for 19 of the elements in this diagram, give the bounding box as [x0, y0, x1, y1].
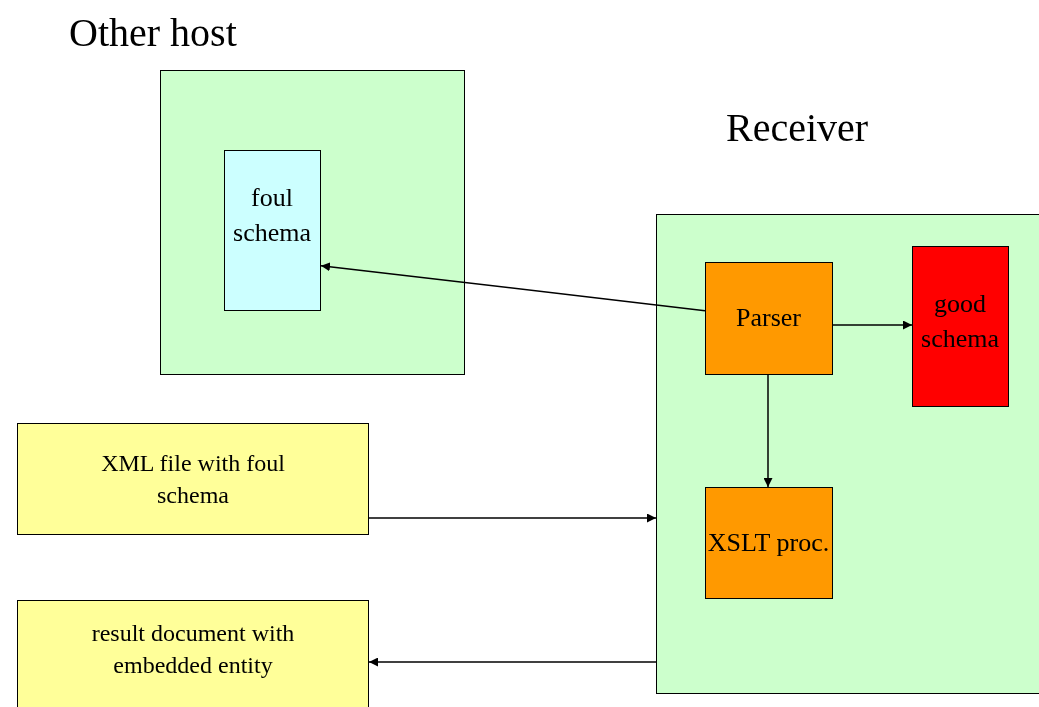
arrow — [320, 262, 706, 312]
node-label: result document with embedded entity — [90, 618, 296, 680]
node-label: good schema — [920, 287, 1000, 355]
arrow — [763, 374, 773, 488]
node-label: XML file with foul schema — [100, 448, 286, 510]
node-label: foul schema — [232, 181, 312, 249]
group-heading: Other host — [69, 13, 237, 53]
arrow — [368, 513, 657, 523]
group-heading: Receiver — [726, 108, 869, 148]
node-label: XSLT proc. — [707, 526, 830, 559]
process-box — [704, 261, 833, 375]
schema-box — [223, 149, 321, 311]
schema-box — [911, 245, 1009, 407]
document-box — [17, 423, 369, 535]
arrow — [832, 320, 913, 330]
process-box — [704, 486, 833, 599]
node-label: Parser — [736, 302, 801, 335]
arrow — [368, 657, 657, 667]
document-box — [17, 600, 369, 707]
